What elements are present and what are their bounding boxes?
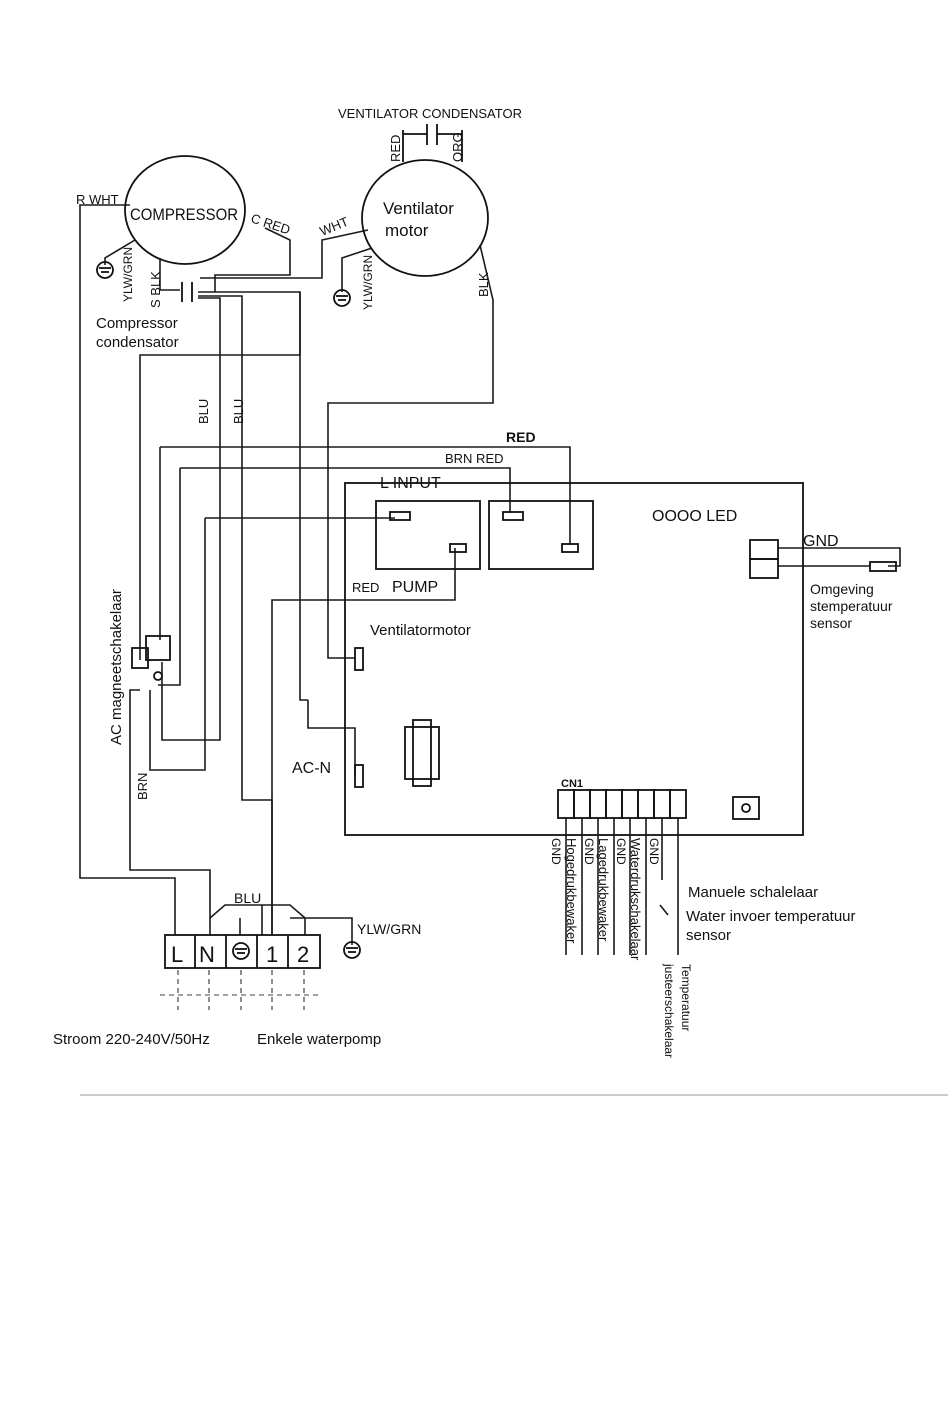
ac-contactor [131,635,171,681]
fan-cap-red-label: RED [388,135,403,162]
temp-adjust-label-2: justeerschakelaar [662,963,676,1058]
terminal-block [164,934,321,969]
pcb-board [344,482,804,836]
ylw-grn-bottom-label: YLW/GRN [357,921,421,937]
fan-ylw-grn-label: YLW/GRN [361,255,375,310]
ambient-label-3: sensor [810,615,852,631]
compressor-capacitor-symbol [181,282,193,302]
compressor-circle [124,155,246,265]
comp-s-blk-label: S BLK [148,271,163,308]
ambient-label-2: stemperatuur [810,598,893,614]
fan-motor-label-2: motor [385,221,429,240]
fan-motor-label-1: Ventilator [383,199,454,218]
reset-button [732,796,760,820]
cn1-wires [565,818,679,955]
gnd-2-label: GND [582,838,596,865]
water-pressure-label: Waterdrukschakelaar [628,838,643,961]
ambient-label-1: Omgeving [810,581,874,597]
comp-r-wht-label: R WHT [76,192,119,207]
cn1-label: CN1 [561,778,583,790]
l-input-label: L INPUT [380,475,441,492]
terminal-2-label: 2 [297,942,309,967]
connector [561,543,579,553]
gnd-4-label: GND [647,838,661,865]
fan-blk-label: BLK [476,272,491,297]
temp-adjust-label-1: Temperatuur [679,964,693,1031]
blu-label-1: BLU [196,399,211,424]
led-label: OOOO LED [652,508,737,525]
pump-single-label: Enkele waterpomp [257,1031,381,1048]
relay-l-input [375,500,481,570]
fan-cap-org-label: ORG [450,132,465,162]
blu-bottom-label: BLU [234,890,261,906]
fan-motor-terminal-label: Ventilatormotor [370,622,471,639]
comp-cap-label-2: condensator [96,334,179,351]
contactor-label: AC magneetschakelaar [108,589,125,745]
relay-2 [488,500,594,570]
blu-label-2: BLU [231,399,246,424]
ground-icon [333,289,351,307]
gnd-3-label: GND [614,838,628,865]
compressor-label: COMPRESSOR [130,205,238,224]
connector [502,511,524,521]
gnd-1-label: GND [549,838,563,865]
comp-c-red-label: C RED [249,211,292,238]
comp-ylw-grn-label: YLW/GRN [121,247,135,302]
connector [354,764,364,788]
brn-label: BRN [135,773,150,800]
fan-motor-circle [361,159,489,277]
red-top-label: RED [506,429,536,445]
transformer [404,719,440,787]
terminal-n-label: N [199,942,215,967]
ac-n-label: AC-N [292,760,331,777]
pump-label: PUMP [392,579,438,596]
ambient-sensor [869,561,897,572]
gnd-right-label: GND [803,533,839,550]
power-label: Stroom 220-240V/50Hz [53,1031,210,1048]
low-pressure-label: Lagedrukbewaker [596,838,611,942]
wires [79,204,901,945]
comp-cap-label-1: Compressor [96,315,178,332]
terminal-l-label: L [171,942,183,967]
ground-icon [343,941,361,959]
connector [389,511,411,521]
ground-icon [96,261,114,279]
water-temp-label-1: Water invoer temperatuur [686,908,856,925]
water-temp-label-2: sensor [686,927,731,944]
red-pump-label: RED [352,580,379,595]
ambient-connector [749,539,779,560]
fan-capacitor-label: VENTILATOR CONDENSATOR [338,106,522,121]
connector [354,647,364,671]
fan-capacitor-symbol [402,124,463,162]
high-pressure-label: Hogedrukbewaker [564,838,579,944]
ambient-connector [749,558,779,579]
terminal-1-label: 1 [266,942,278,967]
terminal-dashes [160,970,320,1010]
connector [449,543,467,553]
brn-red-label: BRN RED [445,451,504,466]
manual-switch-label: Manuele schalelaar [688,884,818,901]
cn1-header [557,789,687,819]
